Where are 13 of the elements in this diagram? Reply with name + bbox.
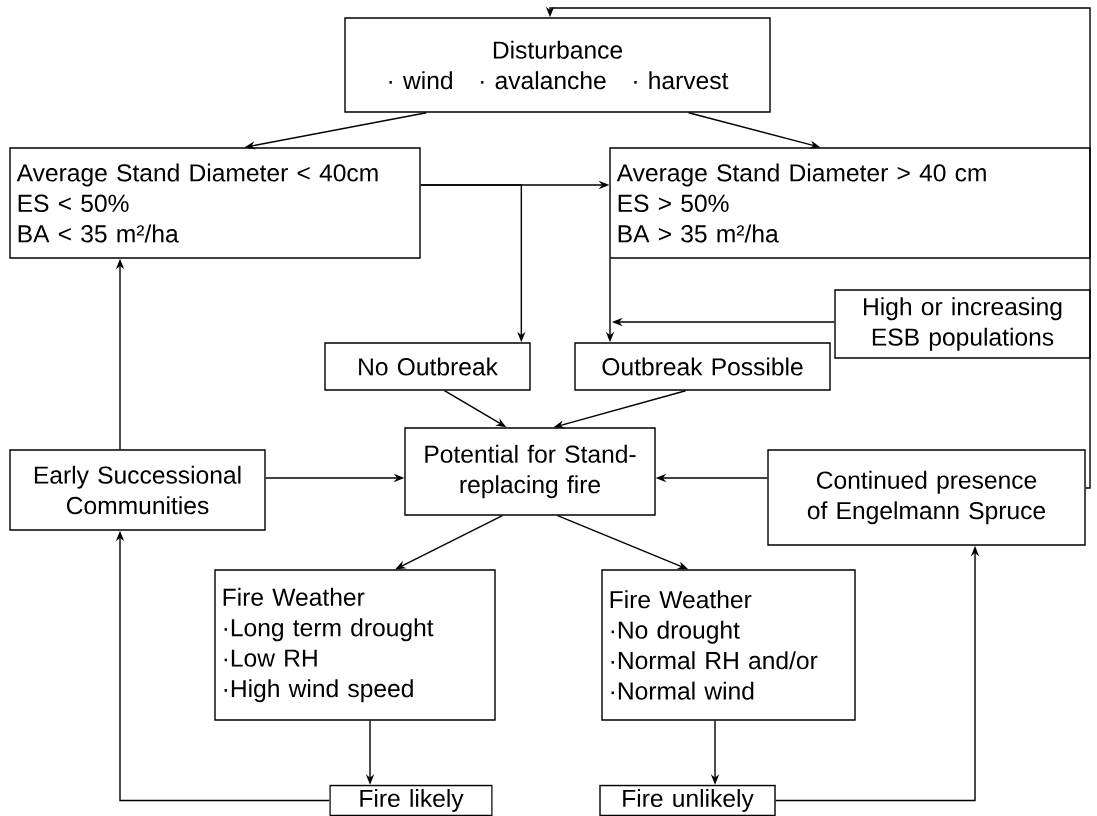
process-box: Early Successional Communities [9,449,266,531]
process-box: Fire unlikely [599,784,776,816]
process-box: High or increasing ESB populations [834,289,1091,359]
process-box: Disturbance · wind · avalanche · harvest [344,17,771,113]
process-box: Outbreak Possible [574,342,831,391]
process-box: Fire Weather ·Long term drought ·Low RH ·High wind speed [214,569,496,721]
process-box: Fire likely [329,784,493,816]
process-box: Continued presence of Engelmann Spruce [767,449,1086,546]
process-box: Average Stand Diameter < 40cm ES < 50% BA < 35 m²/ha [9,147,421,259]
process-box: Potential for Stand-replacing fire [404,427,656,516]
process-box: Fire Weather ·No drought ·Normal RH and/or ·Normal wind [601,569,856,721]
process-box: No Outbreak [324,342,531,391]
process-box: Average Stand Diameter > 40 cm ES > 50% BA > 35 m²/ha [609,147,1091,259]
